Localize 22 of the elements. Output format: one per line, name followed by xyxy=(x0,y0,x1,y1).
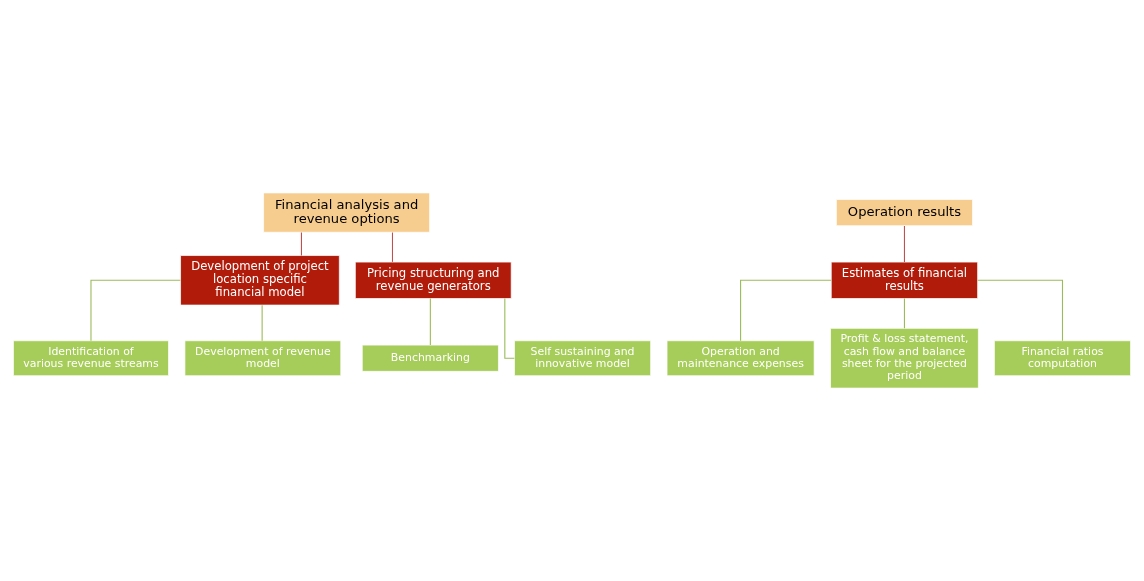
node-box: Financial analysis and revenue options xyxy=(263,192,430,233)
node-box: Operation results xyxy=(836,199,973,227)
node-box: Estimates of financial results xyxy=(830,261,978,299)
node-box: Pricing structuring and revenue generators xyxy=(354,261,512,299)
node-box: Operation and maintenance expenses xyxy=(666,340,815,377)
node-box: Profit & loss statement, cash flow and balance sheet for the projected period xyxy=(830,328,979,389)
connector xyxy=(90,279,181,342)
connector xyxy=(903,225,905,263)
node-box: Development of revenue model xyxy=(184,340,342,377)
node-box: Development of project location specific financial model xyxy=(180,255,340,306)
connector xyxy=(429,298,431,346)
node-box: Benchmarking xyxy=(361,344,499,372)
node-box: Self sustaining and innovative model xyxy=(514,340,651,377)
connector xyxy=(261,304,263,342)
connector xyxy=(504,298,515,359)
connector xyxy=(391,232,394,263)
connector xyxy=(300,232,302,256)
connector xyxy=(903,298,905,329)
node-box: Identification of various revenue streams xyxy=(13,340,169,377)
connector xyxy=(740,279,832,342)
connector xyxy=(977,279,1064,342)
node-box: Financial ratios computation xyxy=(994,340,1131,377)
